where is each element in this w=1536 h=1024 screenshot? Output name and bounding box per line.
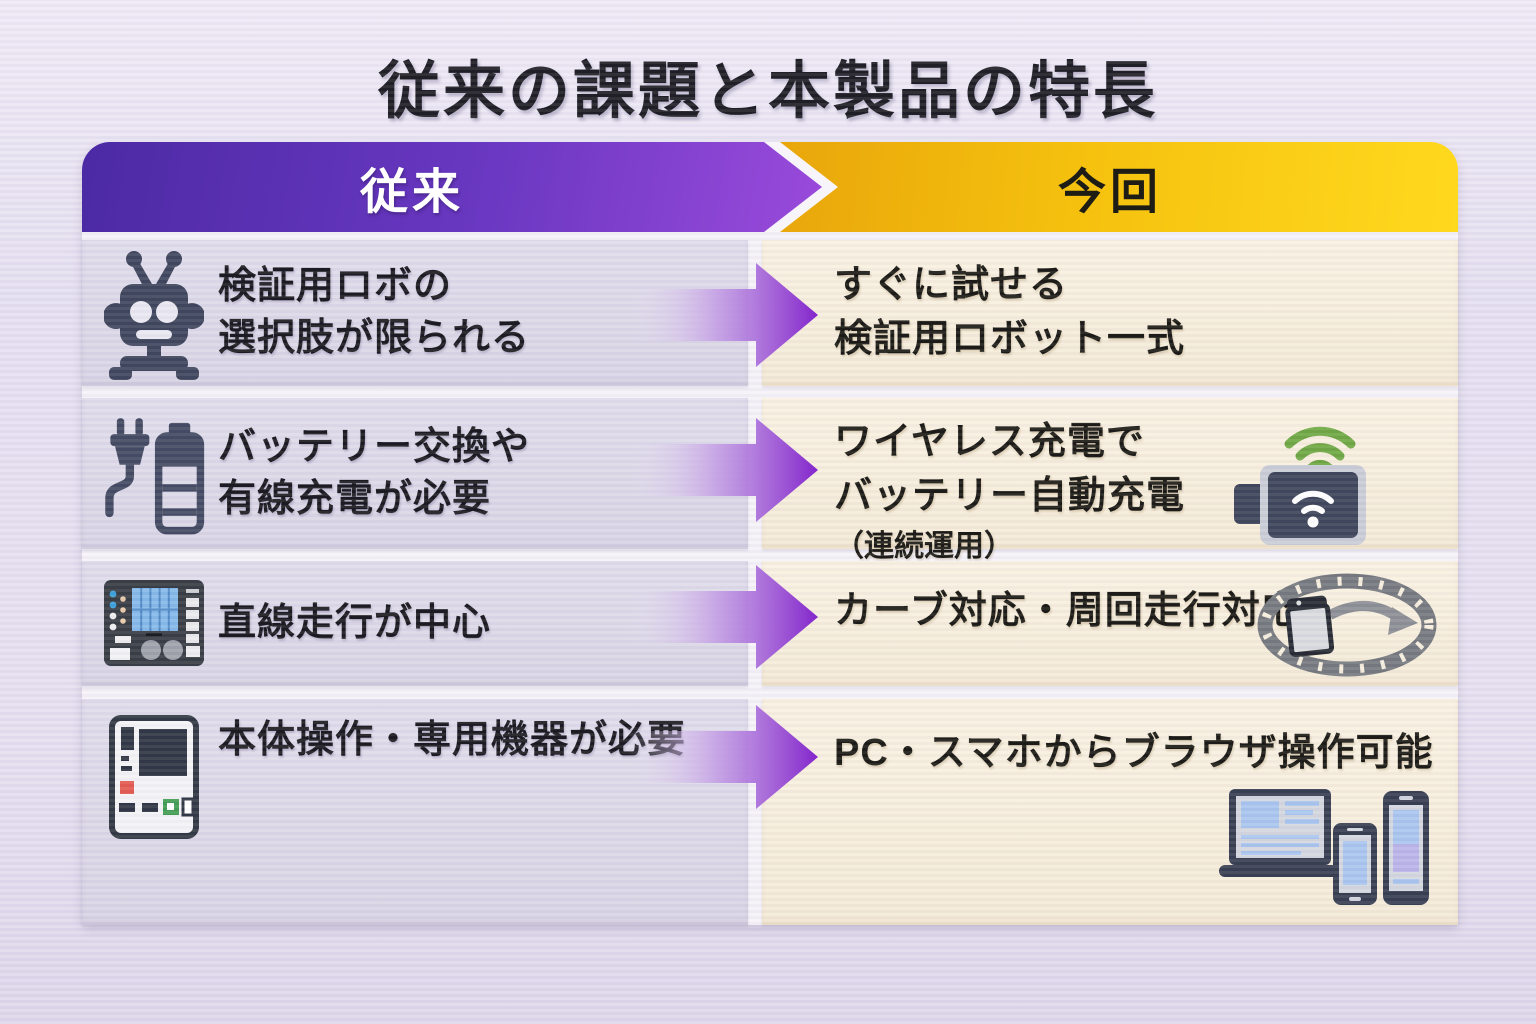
battery-plug-icon	[102, 409, 206, 539]
row4-left-cell: 本体操作・専用機器が必要	[82, 699, 748, 925]
row2-right-cell: ワイヤレス充電で バッテリー自動充電 （連続運用）	[762, 398, 1458, 563]
row2-right-note: （連続運用）	[834, 529, 1014, 563]
row3-right-text: カーブ対応・周回走行対応	[834, 585, 1458, 639]
row1-left-text: 検証用ロボの 選択肢が限られる	[218, 261, 530, 364]
text-line: ワイヤレス充電で	[834, 421, 1145, 463]
loop-track-icon	[1250, 567, 1440, 686]
text-line: 選択肢が限られる	[218, 317, 531, 359]
row1-right-text: すぐに試せる 検証用ロボット一式	[834, 259, 1458, 367]
row1-arrow-icon	[628, 263, 818, 367]
row4-left-text: 本体操作・専用機器が必要	[218, 715, 686, 767]
header-conventional-band	[82, 142, 822, 232]
row3-right-cell: カーブ対応・周回走行対応	[762, 561, 1458, 686]
text-line: バッテリー自動充電	[834, 474, 1186, 517]
text-line: PC・スマホからブラウザ操作可能	[834, 732, 1434, 774]
header-new-label: 今回	[1057, 166, 1162, 219]
row2-right-text: ワイヤレス充電で バッテリー自動充電 （連続運用）	[834, 416, 1458, 569]
page-title: 従来の課題と本製品の特長	[377, 57, 1158, 126]
header-conventional-label: 従来	[359, 166, 464, 219]
text-line: カーブ対応・周回走行対応	[834, 590, 1300, 632]
text-line: 直線走行が中心	[218, 601, 492, 644]
robot-icon	[102, 246, 206, 381]
text-line: バッテリー交換や	[218, 425, 531, 468]
text-line: 本体操作・専用機器が必要	[218, 719, 687, 761]
row3-arrow-icon	[628, 565, 818, 669]
text-line: 検証用ロボの	[218, 265, 453, 308]
row3-left-text: 直線走行が中心	[218, 598, 491, 650]
header-new-band	[766, 142, 1458, 232]
row2-arrow-icon	[628, 418, 818, 522]
wireless-charging-icon	[1232, 410, 1382, 550]
row2-left-text: バッテリー交換や 有線充電が必要	[218, 422, 530, 525]
control-panel-icon	[102, 577, 206, 671]
row1-right-cell: すぐに試せる 検証用ロボット一式	[762, 240, 1458, 386]
row1-left-cell: 検証用ロボの 選択肢が限られる	[82, 240, 748, 386]
device-panel-icon	[102, 715, 206, 839]
text-line: 検証用ロボット一式	[834, 318, 1186, 360]
text-line: すぐに試せる	[834, 264, 1069, 307]
row4-right-text: PC・スマホからブラウザ操作可能	[834, 727, 1458, 781]
row4-arrow-icon	[628, 705, 818, 809]
row4-right-cell: PC・スマホからブラウザ操作可能	[762, 699, 1458, 925]
text-line: 有線充電が必要	[218, 477, 492, 520]
devices-icon	[1215, 783, 1430, 913]
